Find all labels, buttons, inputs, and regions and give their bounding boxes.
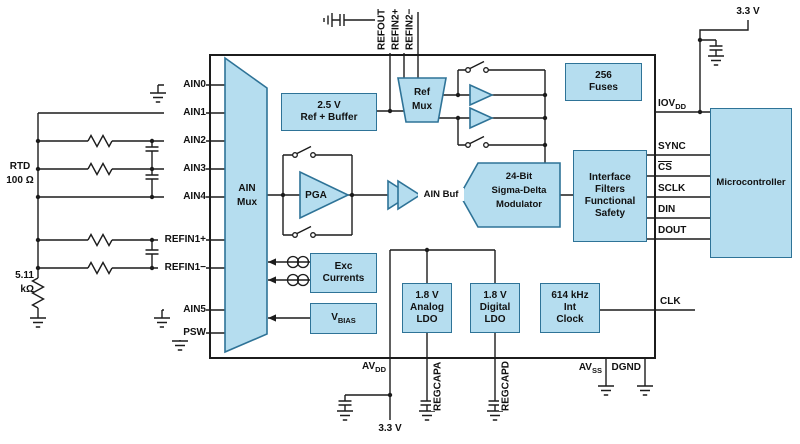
block-ref-buffer: 2.5 V Ref + Buffer <box>281 93 377 131</box>
resistor-symbol <box>87 162 113 176</box>
excitation-wiring <box>268 255 310 322</box>
shape-layer <box>209 54 656 359</box>
supply-label-bottom: 3.3 V <box>378 423 402 434</box>
ain-buf-label: AIN Buf <box>418 188 464 201</box>
chip-outline <box>209 54 656 359</box>
ref-buffer-amp-shape <box>469 83 494 107</box>
pin-label-din: DIN <box>658 204 676 215</box>
block-ldo-analog: 1.8 V Analog LDO <box>402 283 452 333</box>
block-fuses: 256 Fuses <box>565 63 642 101</box>
ref-mux-label: Ref Mux <box>412 87 432 112</box>
pin-label-refout: REFOUT <box>375 5 389 53</box>
block-ldo-digital: 1.8 V Digital LDO <box>470 283 520 333</box>
ain-buffer-shape <box>397 179 422 211</box>
supply-label-top: 3.3 V <box>736 6 760 17</box>
rtd-label: RTD 100 Ω <box>6 161 34 186</box>
ground-symbol <box>29 317 47 328</box>
capacitor-symbol <box>708 45 724 51</box>
left-input-wiring <box>29 84 225 351</box>
pin-label-dout: DOUT <box>658 225 687 236</box>
ain-mux-label: AIN Mux <box>237 183 257 208</box>
right-interface-wiring <box>600 20 749 311</box>
pin-label-refin1n: REFIN1− <box>158 261 206 275</box>
pin-label-psw: PSW <box>164 326 206 340</box>
resistor-symbol <box>87 233 113 247</box>
pin-label-avss: AVSS <box>578 362 602 375</box>
signal-chain-wiring <box>267 145 573 238</box>
modulator-shape <box>459 162 561 228</box>
vbias-label: VBIAS <box>331 312 356 325</box>
block-interface: Interface Filters Functional Safety <box>573 150 647 242</box>
ground-symbol <box>486 410 504 421</box>
reference-buffer-wiring <box>439 60 548 163</box>
pin-label-avdd: AVDD <box>346 360 386 374</box>
ref-buffer-amp-shape <box>469 106 494 130</box>
arrowhead <box>268 314 276 322</box>
pin-label-ain1: AIN1 <box>164 106 206 120</box>
ref-resistor-label: 5.11 kΩ <box>15 270 34 295</box>
pin-label-sclk: SCLK <box>658 183 686 194</box>
capacitor-symbol <box>337 400 353 406</box>
pin-label-ain3: AIN3 <box>164 162 206 176</box>
pin-label-ain5: AIN5 <box>164 303 206 317</box>
capacitor-symbol <box>144 249 160 255</box>
pin-label-cs: CS <box>658 162 672 173</box>
pin-label-refin2p: REFIN2+ <box>389 5 403 53</box>
pin-label-refin2n: REFIN2− <box>403 5 417 53</box>
pin-label-ain0: AIN0 <box>164 78 206 92</box>
pin-label-regcapa: REGCAPA <box>431 361 445 411</box>
block-int-clock: 614 kHz Int Clock <box>540 283 600 333</box>
ref-mux-shape <box>397 77 447 123</box>
pin-label-refin1p: REFIN1+ <box>158 233 206 247</box>
reference-resistor-symbol <box>31 277 45 309</box>
resistor-symbol <box>87 261 113 275</box>
resistor-symbol <box>87 134 113 148</box>
ground-symbol <box>597 385 615 396</box>
pin-label-dgnd: DGND <box>611 362 641 373</box>
pin-label-regcapd: REGCAPD <box>499 360 513 411</box>
ground-symbol <box>707 55 725 66</box>
pin-label-ain4: AIN4 <box>164 190 206 204</box>
ground-symbol <box>323 12 333 28</box>
modulator-label: 24-Bit Sigma-Delta Modulator <box>491 171 547 210</box>
ground-symbol <box>171 340 189 351</box>
ain-mux-shape <box>224 56 268 354</box>
ground-symbol <box>336 410 354 421</box>
arrowhead <box>268 276 276 284</box>
ground-symbol <box>149 92 167 103</box>
pin-label-sync: SYNC <box>658 141 686 152</box>
pga-label: PGA <box>305 190 327 201</box>
arrowhead <box>268 258 276 266</box>
block-microcontroller: Microcontroller <box>710 108 792 258</box>
capacitor-symbol <box>144 174 160 180</box>
pin-label-clk: CLK <box>660 296 681 307</box>
pin-label-iovdd: IOVDD <box>658 98 687 111</box>
block-vbias: VBIAS <box>310 303 377 334</box>
ground-symbol <box>636 385 654 396</box>
capacitor-symbol <box>144 146 160 152</box>
block-exc-currents: Exc Currents <box>310 253 377 293</box>
ground-symbol <box>418 410 436 421</box>
bottom-supply-wiring <box>336 247 654 421</box>
pga-amp-shape <box>299 170 350 220</box>
pin-label-ain2: AIN2 <box>164 134 206 148</box>
